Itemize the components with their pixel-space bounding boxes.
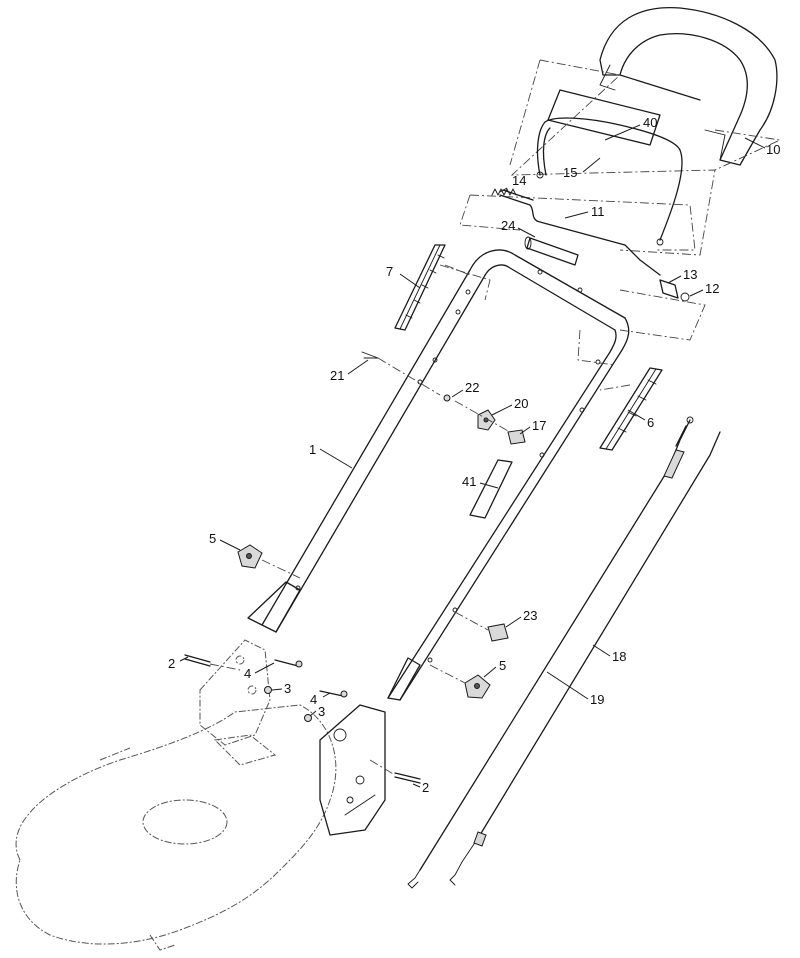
callout-21: 21 [330, 368, 344, 383]
callout-13: 13 [683, 267, 697, 282]
spring [491, 188, 517, 196]
callout-4-right: 4 [310, 692, 317, 707]
callout-41: 41 [462, 474, 476, 489]
callout-5-right: 5 [499, 658, 506, 673]
callout-20: 20 [514, 396, 528, 411]
callout-6: 6 [647, 415, 654, 430]
callout-22: 22 [465, 380, 479, 395]
callout-2-right: 2 [422, 780, 429, 795]
cable-guide-right [599, 367, 663, 451]
callout-15: 15 [563, 165, 577, 180]
phantom-outlines [439, 59, 782, 366]
callout-2-left: 2 [168, 656, 175, 671]
lower-handle-tube [247, 249, 630, 701]
callout-3-right: 3 [318, 704, 325, 719]
callout-5-left: 5 [209, 531, 216, 546]
left-handle-bracket [199, 639, 271, 746]
leader-lines [179, 124, 766, 788]
callout-4-left: 4 [244, 666, 251, 681]
rod-sleeve [524, 236, 579, 266]
callout-3-left: 3 [284, 681, 291, 696]
alignment-lines [209, 264, 631, 776]
callout-40: 40 [643, 115, 657, 130]
callout-labels: 10 40 15 14 11 24 7 13 12 21 22 20 17 6 … [168, 115, 780, 795]
callout-12: 12 [705, 281, 719, 296]
adjuster-nut [659, 279, 690, 302]
callout-10: 10 [766, 142, 780, 157]
right-handle-bracket [319, 704, 386, 836]
upper-handle-grip [547, 6, 778, 166]
callout-19: 19 [590, 692, 604, 707]
callout-17: 17 [532, 418, 546, 433]
callout-1: 1 [309, 442, 316, 457]
callout-18: 18 [612, 649, 626, 664]
cable-guide-left [394, 244, 446, 331]
callout-11: 11 [591, 204, 605, 219]
callout-14: 14 [512, 173, 526, 188]
operator-bail [536, 117, 683, 246]
callout-7: 7 [386, 264, 393, 279]
callout-23: 23 [523, 608, 537, 623]
hardware [184, 351, 526, 784]
control-cables [407, 416, 721, 889]
callout-24: 24 [501, 218, 515, 233]
mower-deck [15, 704, 337, 951]
